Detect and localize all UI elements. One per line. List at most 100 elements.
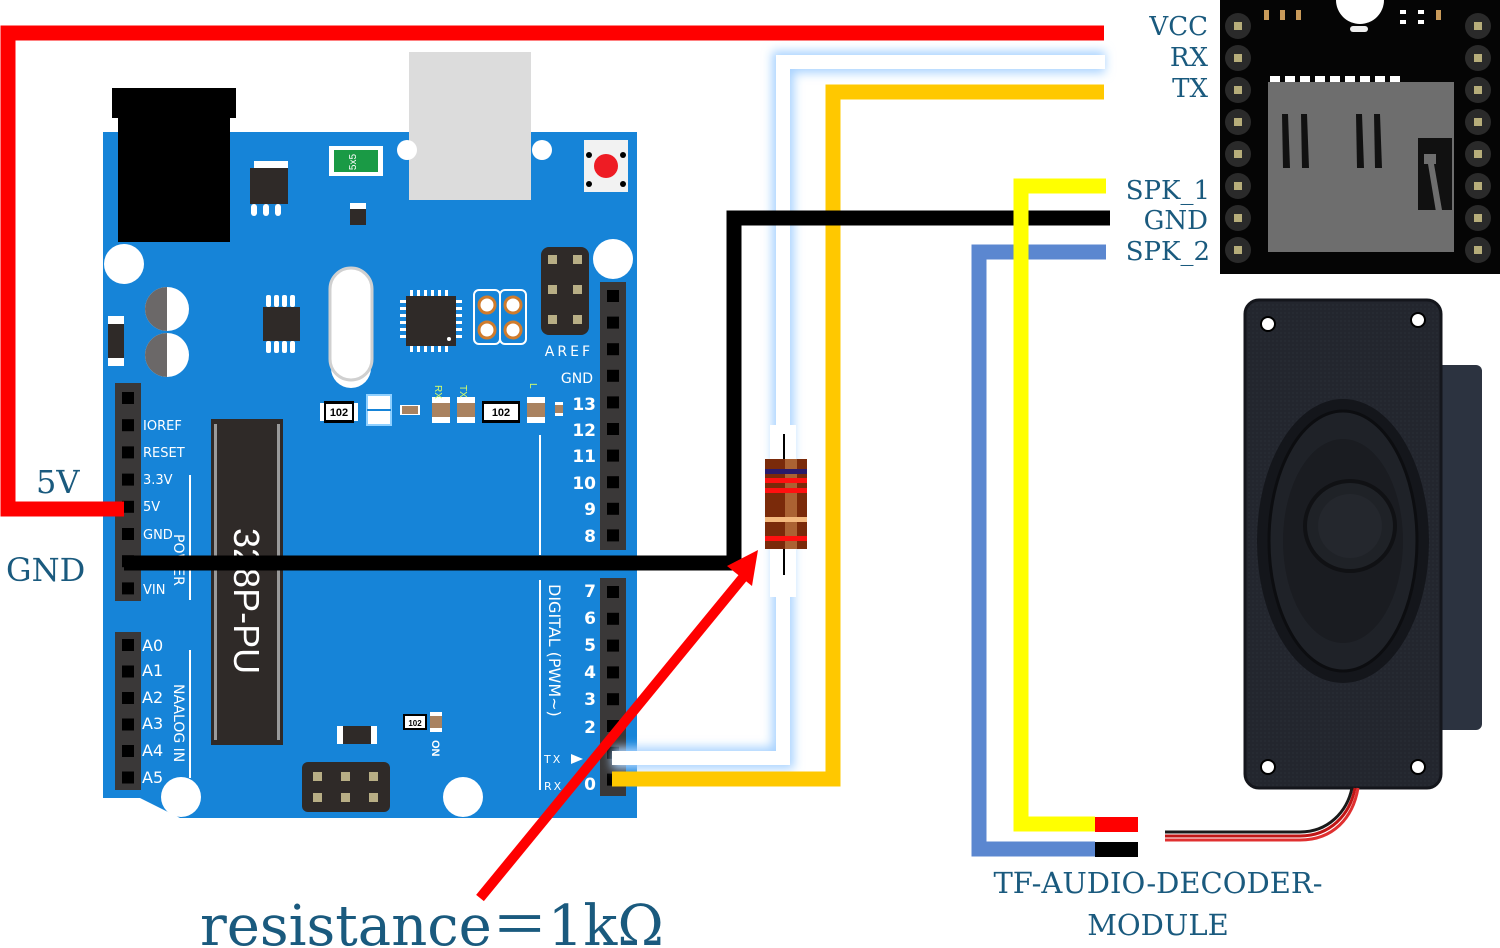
header-socket[interactable] — [122, 500, 134, 513]
header-socket[interactable] — [122, 639, 134, 651]
module-pin — [1234, 86, 1242, 94]
solder-pads — [473, 289, 527, 345]
header-socket[interactable] — [122, 718, 134, 731]
module-pin — [1474, 118, 1482, 126]
header-socket[interactable] — [122, 771, 134, 784]
digital-label-13: 13 — [572, 395, 596, 415]
digital-label-8: 8 — [584, 527, 596, 547]
analog-section-label: NAALOG IN — [170, 684, 186, 762]
header-socket[interactable] — [122, 446, 134, 459]
led-label-l: L — [527, 383, 538, 389]
header-socket[interactable] — [122, 473, 134, 486]
module-pin-tx: TX — [1172, 74, 1208, 104]
module-pin-rx: RX — [1170, 43, 1209, 73]
icsp-header-2 — [302, 762, 390, 812]
led-label-rx: RX — [432, 385, 443, 399]
digital-section-label: DIGITAL (PWM~) — [545, 584, 564, 717]
module-pin — [1234, 150, 1242, 158]
speaker-side — [1430, 365, 1482, 730]
header-socket[interactable] — [122, 665, 134, 678]
power-label-gnd: GND — [143, 528, 173, 543]
mounting-hole — [104, 244, 144, 284]
digital-label-10: 10 — [572, 474, 596, 494]
header-socket[interactable] — [122, 582, 134, 595]
header-socket[interactable] — [122, 528, 134, 540]
reset-button[interactable] — [584, 140, 628, 192]
header-socket[interactable] — [607, 369, 619, 382]
wire-gnd-to-module-gnd — [124, 210, 1110, 571]
module-pin-gnd: GND — [1144, 206, 1208, 236]
header-socket[interactable] — [607, 693, 619, 706]
mounting-hole — [443, 777, 483, 817]
module-pin — [1474, 246, 1482, 254]
speaker — [1165, 298, 1482, 842]
crystal-oscillator — [328, 266, 374, 382]
digital-label-9: 9 — [584, 500, 596, 520]
smd-row: 102 102 — [320, 394, 563, 426]
arduino-uno-board: 5x5 — [103, 52, 637, 818]
power-label-5v: 5V — [143, 500, 160, 515]
module-pin-spk1: SPK_1 — [1126, 176, 1210, 206]
analog-label-a5: A5 — [142, 768, 163, 787]
svg-text:102: 102 — [492, 407, 510, 419]
header-socket[interactable] — [122, 392, 134, 404]
header-socket[interactable] — [607, 502, 619, 515]
header-socket[interactable] — [607, 423, 619, 435]
header-socket[interactable] — [607, 586, 619, 598]
module-pin — [1474, 214, 1482, 222]
digital-label-0: 0 — [584, 775, 596, 795]
header-socket[interactable] — [607, 529, 619, 542]
module-pin — [1474, 86, 1482, 94]
module-pin-spk2: SPK_2 — [1126, 237, 1210, 267]
tf-audio-module — [1220, 0, 1500, 274]
svg-text:102: 102 — [408, 719, 422, 728]
usb-controller-chip — [400, 290, 462, 352]
voltage-regulator — [254, 161, 288, 169]
header-socket[interactable] — [607, 639, 619, 652]
analog-label-a2: A2 — [142, 688, 163, 707]
digital-label-2: 2 — [584, 718, 596, 738]
module-pin — [1474, 22, 1482, 30]
digital-label-6: 6 — [584, 609, 596, 629]
header-socket[interactable] — [607, 316, 619, 329]
header-socket[interactable] — [607, 396, 619, 409]
header-socket[interactable] — [122, 419, 134, 432]
atmega-chip: 328P-PU — [211, 419, 283, 745]
header-socket[interactable] — [607, 290, 619, 302]
digital-label-tx: TX — [543, 753, 562, 766]
digital-label-11: 11 — [572, 447, 596, 467]
resistance-caption: resistance＝1kΩ — [200, 894, 664, 948]
header-socket[interactable] — [607, 343, 619, 356]
led-label-tx: TX — [457, 385, 468, 398]
op-amp-ic — [263, 295, 300, 353]
power-label-3v3: 3.3V — [143, 473, 173, 488]
svg-text:102: 102 — [330, 407, 348, 419]
digital-label-3: 3 — [584, 690, 596, 710]
chip-label: 328P-PU — [226, 528, 267, 674]
header-socket[interactable] — [122, 692, 134, 704]
module-pin — [1234, 182, 1242, 190]
header-socket[interactable] — [607, 449, 619, 462]
header-socket[interactable] — [607, 612, 619, 625]
wires — [0, 25, 1138, 857]
speaker-plug-red — [1095, 817, 1138, 832]
module-pin — [1234, 246, 1242, 254]
speaker-cable — [1165, 787, 1357, 838]
module-pin — [1234, 22, 1242, 30]
mounting-hole — [161, 777, 201, 817]
digital-label-rx: RX — [544, 780, 563, 793]
header-socket[interactable] — [607, 476, 619, 489]
power-label-ioref: IOREF — [143, 419, 182, 434]
module-pin — [1234, 54, 1242, 62]
led-label-on: ON — [429, 740, 441, 757]
analog-header — [115, 632, 141, 790]
analog-label-a0: A0 — [142, 636, 163, 655]
digital-label-7: 7 — [584, 582, 596, 602]
wire-tx-to-module-rx — [612, 51, 1105, 769]
module-pin-vcc: VCC — [1148, 12, 1208, 42]
header-socket[interactable] — [122, 745, 134, 757]
label-5v: 5V — [36, 463, 80, 501]
header-socket[interactable] — [607, 666, 619, 679]
resistor-arrow — [476, 550, 758, 902]
